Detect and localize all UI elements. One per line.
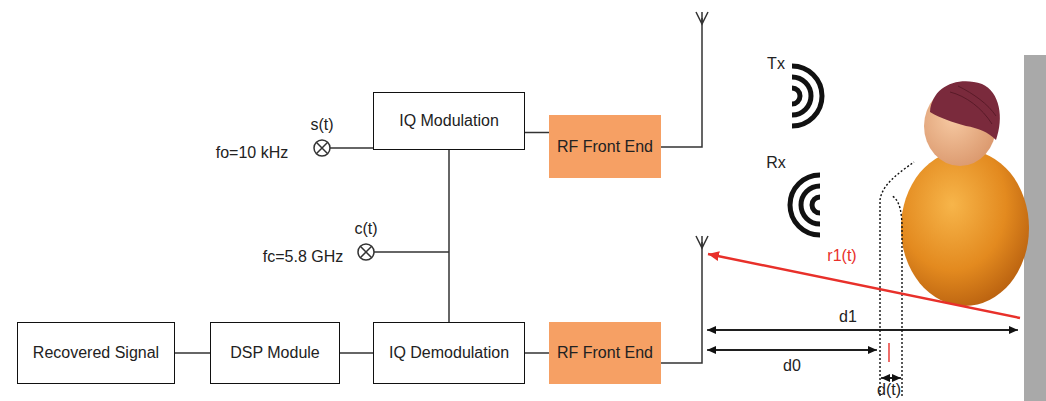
box-label: IQ Modulation <box>399 113 499 129</box>
box-label: Recovered Signal <box>33 345 159 361</box>
person <box>901 81 1029 306</box>
dsp-box: DSP Module <box>210 322 340 384</box>
chest-motion <box>880 162 914 396</box>
signal-wire <box>525 132 549 134</box>
frequency-label: fo=10 kHz <box>216 144 288 162</box>
signal-name: c(t) <box>354 220 377 238</box>
box-label: IQ Demodulation <box>389 345 509 361</box>
signal-name: r1(t) <box>827 247 856 265</box>
box-label: RF Front End <box>557 139 653 155</box>
signal-wire <box>448 150 450 322</box>
dimension-label: d1 <box>839 308 857 326</box>
displacement-mark <box>888 343 889 362</box>
antenna-label: Tx <box>767 55 785 73</box>
modulator-box: IQ Modulation <box>373 92 525 150</box>
mixer-symbol <box>358 244 449 260</box>
signal-wire <box>340 352 373 354</box>
signal-name: s(t) <box>310 116 333 134</box>
antenna <box>657 12 708 147</box>
rf-front-end: RF Front End <box>549 115 661 178</box>
mixer-symbol <box>314 140 373 156</box>
dimension-line <box>707 330 1018 378</box>
dimension-label: d0 <box>783 357 801 375</box>
frequency-label: fc=5.8 GHz <box>263 248 343 266</box>
antenna-label: Rx <box>766 154 786 172</box>
reflected-ray <box>708 254 1020 318</box>
signal-wire <box>175 352 210 354</box>
demodulator-box: IQ Demodulation <box>373 322 525 384</box>
box-label: DSP Module <box>230 345 320 361</box>
rx-waves <box>790 175 820 235</box>
antenna <box>657 236 708 363</box>
dimension-label: d(t) <box>877 381 901 399</box>
output-box: Recovered Signal <box>17 322 175 384</box>
tx-waves <box>792 66 822 126</box>
box-label: RF Front End <box>557 345 653 361</box>
signal-wire <box>525 352 549 354</box>
rf-front-end: RF Front End <box>549 322 661 384</box>
